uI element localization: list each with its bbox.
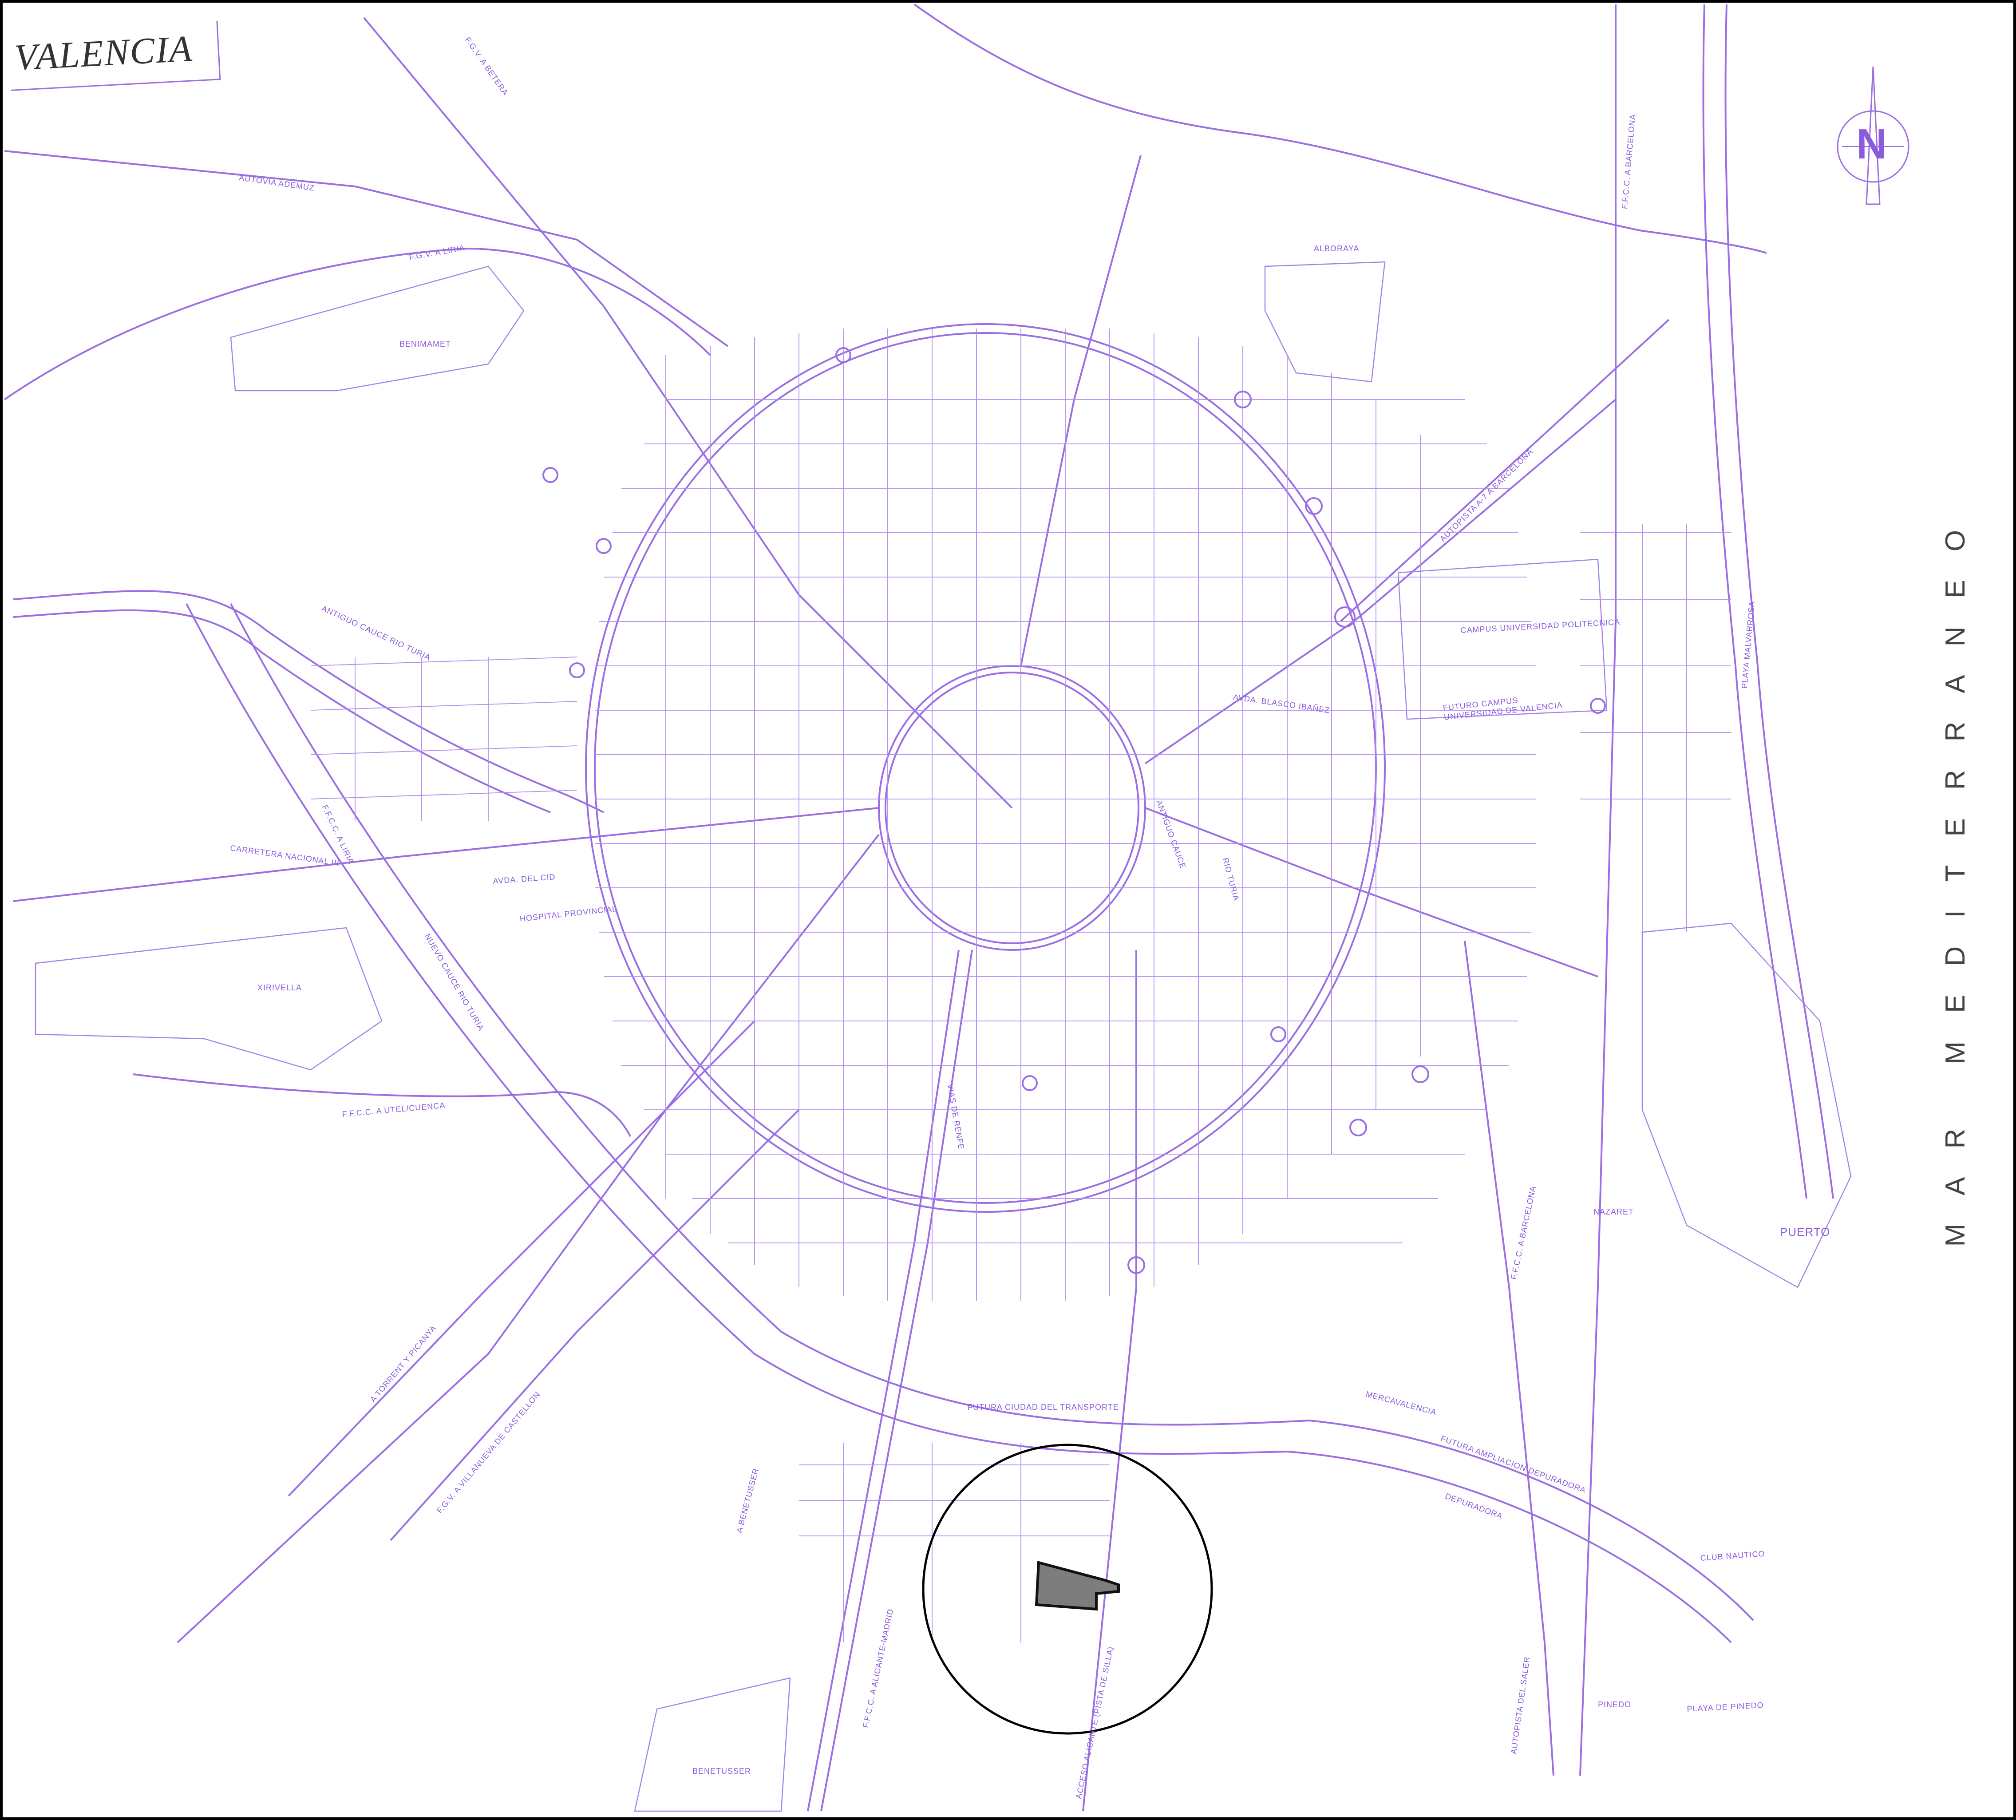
locator-circle[interactable]	[922, 1444, 1213, 1735]
new-riverbed-north	[186, 603, 1732, 1643]
coastline-inner	[1702, 4, 1807, 1199]
north-label: N	[1856, 120, 1887, 168]
old-riverbed-west-2	[13, 609, 551, 813]
avenue-north	[1020, 155, 1142, 666]
label-benimamet: BENIMAMET	[399, 340, 451, 348]
roundabouts	[542, 347, 1606, 1274]
label-puerto: PUERTO	[1780, 1225, 1830, 1238]
avenue-nw	[363, 17, 1013, 809]
ffcc-utiel	[133, 1073, 631, 1137]
label-nazaret: NAZARET	[1593, 1207, 1634, 1216]
sea-label: MAR MEDITERRANEO	[1940, 502, 1971, 1247]
rail-south-2	[820, 950, 973, 1812]
fgv-liria	[4, 247, 711, 400]
road-east-south	[1464, 941, 1554, 1776]
road-torrent	[288, 1020, 755, 1497]
central-street-grid	[310, 328, 1731, 1642]
outer-ring-road-2	[594, 332, 1377, 1204]
rail-east-vertical	[1579, 4, 1617, 1776]
campus-outline	[1397, 558, 1608, 720]
avenue-south	[1082, 950, 1137, 1812]
label-pinedo: PINEDO	[1598, 1700, 1632, 1709]
old-riverbed-west	[13, 590, 604, 813]
benetusser-outline	[634, 1677, 791, 1812]
avenue-southwest	[177, 834, 880, 1643]
autopista-a7	[1340, 319, 1670, 622]
coastline	[1724, 4, 1834, 1199]
label-alboraya: ALBORAYA	[1314, 244, 1360, 253]
label-futura-ciudad: FUTURA CIUDAD DEL TRANSPORTE	[968, 1403, 1119, 1412]
fgv-villanueva	[390, 1109, 800, 1541]
autovia-ademuz	[4, 150, 729, 347]
label-benetusser: BENETUSSER	[692, 1767, 751, 1776]
port-outline	[1641, 922, 1852, 1288]
north-arrow-icon	[1837, 66, 1909, 205]
north-river	[913, 4, 1767, 254]
outer-ring-road	[585, 323, 1386, 1213]
label-xirivella: XIRIVELLA	[257, 983, 302, 992]
old-city-ring-2	[885, 672, 1139, 944]
avenue-west	[13, 807, 879, 902]
alboraya-outline	[1264, 261, 1386, 383]
new-riverbed-south	[230, 603, 1754, 1621]
benimamet-outline	[230, 265, 525, 392]
xirivella-outline	[35, 927, 383, 1071]
highlighted-site[interactable]	[1035, 1561, 1120, 1611]
